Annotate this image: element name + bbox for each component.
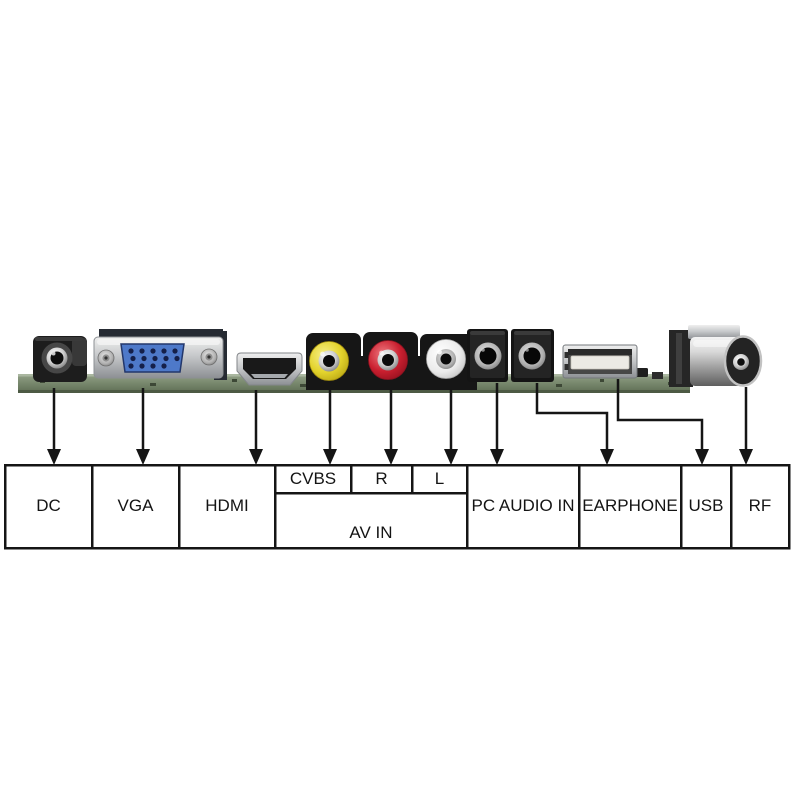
rca-red-connector (368, 340, 408, 380)
table-cell-pc-audio-in: PC AUDIO IN (471, 496, 575, 515)
usb-connector (562, 344, 638, 379)
arrow-earphone (535, 383, 609, 452)
table-cell-l: L (434, 469, 445, 488)
vga-pin-holes (128, 348, 180, 369)
rca-yellow-connector (309, 341, 349, 381)
label-table-grid (3, 463, 791, 550)
rf-connector (669, 325, 763, 387)
callout-arrows (52, 379, 748, 452)
audio-jack-pc-connector (467, 329, 508, 382)
arrow-usb (616, 379, 704, 452)
table-cell-dc: DC (36, 496, 61, 515)
table-cell-hdmi: HDMI (205, 496, 249, 515)
rca-white-connector (426, 339, 466, 379)
table-cell-av-in: AV IN (349, 523, 393, 542)
table-cell-rf: RF (748, 496, 772, 515)
table-cell-vga: VGA (117, 496, 154, 515)
rca-group-connector (306, 332, 477, 390)
table-cell-earphone: EARPHONE (582, 496, 678, 515)
table-cell-cvbs: CVBS (289, 469, 337, 488)
table-cell-r: R (375, 469, 388, 488)
hdmi-connector (236, 352, 303, 386)
vga-connector (93, 329, 227, 380)
arrow-heads (47, 449, 753, 465)
audio-jack-earphone-connector (511, 329, 554, 382)
connector-photo-and-arrows (3, 325, 791, 550)
vga-screw-nuts (97, 348, 218, 367)
dc-jack-connector (33, 336, 87, 382)
table-cell-usb: USB (688, 496, 724, 515)
